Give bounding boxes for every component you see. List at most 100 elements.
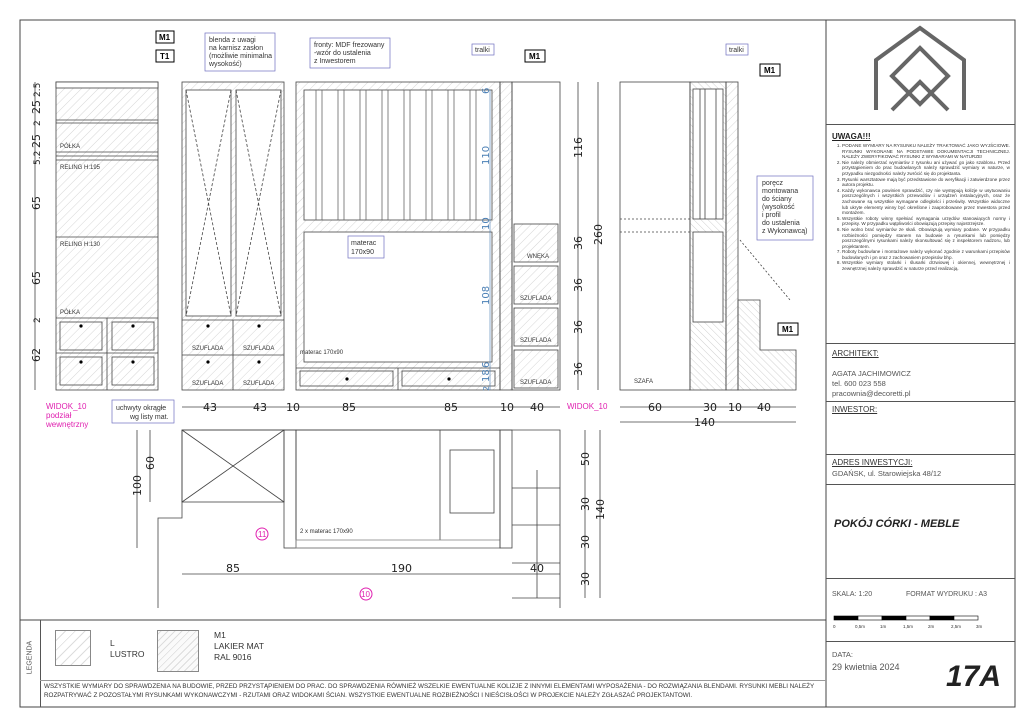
svg-text:-wzór do ustalenia: -wzór do ustalenia xyxy=(314,50,371,57)
svg-text:100: 100 xyxy=(131,475,144,496)
tag-m1: M1 xyxy=(764,66,776,75)
print-format: FORMAT WYDRUKU : A3 xyxy=(906,591,988,598)
note-item: Każdy wykonawca powinien sprawdzić, czy … xyxy=(842,188,1010,216)
svg-text:SZUFLADA: SZUFLADA xyxy=(192,346,223,352)
svg-text:z Inwestorem: z Inwestorem xyxy=(314,58,356,65)
architect-email: pracownia@decoretti.pl xyxy=(832,389,911,398)
wardrobe-front xyxy=(181,81,285,391)
svg-text:170x90: 170x90 xyxy=(351,249,374,256)
view-marker-11 xyxy=(255,527,269,541)
svg-text:materac 170x90: materac 170x90 xyxy=(300,350,344,356)
svg-text:2m: 2m xyxy=(928,624,935,629)
note-item: Wszystkie roboty winny spełniać wymagani… xyxy=(842,216,1010,227)
swatch-m1 xyxy=(157,630,199,672)
svg-text:uchwyty okrągłe: uchwyty okrągłe xyxy=(116,405,166,412)
svg-text:30: 30 xyxy=(579,497,592,511)
svg-text:WIDOK_10: WIDOK_10 xyxy=(46,402,87,411)
svg-text:85: 85 xyxy=(226,562,240,575)
svg-text:30: 30 xyxy=(703,401,717,414)
svg-text:PÓŁKA: PÓŁKA xyxy=(60,143,80,150)
svg-text:tralki: tralki xyxy=(729,47,744,54)
title-block: UWAGA!!! PODANE WYMIARY NA RYSUNKU NALEŻ… xyxy=(826,20,1015,707)
architect-phone: tel. 600 023 558 xyxy=(832,379,886,388)
svg-text:montowana: montowana xyxy=(762,188,798,195)
svg-text:40: 40 xyxy=(757,401,771,414)
svg-text:65: 65 xyxy=(30,271,43,285)
svg-text:i profil: i profil xyxy=(762,212,781,219)
legend-name: LAKIER MAT xyxy=(214,641,264,651)
logo-section xyxy=(826,20,1015,125)
sheet-frame xyxy=(19,19,1016,708)
furniture-labels: PÓŁKA RELING H:195 RELING H:130 PÓŁKA SZ… xyxy=(60,143,653,535)
tag-m1: M1 xyxy=(782,325,794,334)
svg-text:SZUFLADA: SZUFLADA xyxy=(520,296,551,302)
svg-text:fronty: MDF frezowany: fronty: MDF frezowany xyxy=(314,42,385,49)
handle-dots xyxy=(79,324,451,381)
note-item: Nie należy obmierzać wymiarów z rysunku … xyxy=(842,160,1010,177)
svg-text:10: 10 xyxy=(728,401,742,414)
svg-text:SZUFLADA: SZUFLADA xyxy=(520,380,551,386)
interior-view xyxy=(34,81,159,391)
svg-text:10: 10 xyxy=(500,401,514,414)
architect-border xyxy=(826,20,1015,402)
date: 29 kwietnia 2024 xyxy=(832,662,900,672)
scale-border xyxy=(826,20,1015,642)
svg-text:poręcz: poręcz xyxy=(762,180,784,187)
legend-label: LEGENDA xyxy=(26,640,34,675)
legend-extra: RAL 9016 xyxy=(214,652,252,662)
svg-text:blenda z uwagi: blenda z uwagi xyxy=(209,37,256,44)
svg-text:na karnisz zasłon: na karnisz zasłon xyxy=(209,45,263,52)
svg-text:6: 6 xyxy=(481,88,492,94)
side-view xyxy=(619,81,797,423)
svg-text:podział: podział xyxy=(46,411,72,420)
svg-text:110: 110 xyxy=(481,146,492,165)
svg-text:(wysokość: (wysokość xyxy=(762,204,795,211)
legend-name: LUSTRO xyxy=(110,649,145,659)
view-labels: WIDOK_10 podział wewnętrzny WIDOK_10 11 … xyxy=(45,402,608,601)
svg-text:40: 40 xyxy=(530,562,544,575)
svg-text:140: 140 xyxy=(694,416,715,429)
dim-left-2b: 2 xyxy=(33,317,43,323)
svg-text:10: 10 xyxy=(481,217,492,230)
svg-text:85: 85 xyxy=(342,401,356,414)
address-border xyxy=(826,20,1015,485)
svg-text:3m: 3m xyxy=(976,624,983,629)
scale-bar xyxy=(833,615,979,621)
drawer-stack xyxy=(511,81,599,391)
svg-text:0: 0 xyxy=(833,624,836,629)
svg-text:30: 30 xyxy=(579,535,592,549)
note-item: Wszystkie wymiary stolarki i ślusarki dr… xyxy=(842,260,1010,271)
svg-text:260: 260 xyxy=(592,224,605,245)
legend-code: M1 xyxy=(214,630,226,640)
notes-border xyxy=(826,20,1015,344)
legend-footer: WSZYSTKIE WYMIARY DO SPRAWDZENIA NA BUDO… xyxy=(44,683,815,699)
dim-left-5-2: 5.2 xyxy=(33,151,43,165)
svg-text:do ściany: do ściany xyxy=(762,196,792,203)
svg-text:36: 36 xyxy=(572,278,585,292)
legend: LEGENDA L LUSTRO M1 LAKIER MAT RAL 9016 … xyxy=(20,620,826,707)
svg-text:SZUFLADA: SZUFLADA xyxy=(520,338,551,344)
architect-label: ARCHITEKT: xyxy=(832,349,879,358)
date-label: DATA: xyxy=(832,650,853,659)
svg-text:2 x materac 170x90: 2 x materac 170x90 xyxy=(300,529,353,535)
legend-side: LEGENDA xyxy=(20,620,41,707)
svg-text:wewnętrzny: wewnętrzny xyxy=(45,420,88,429)
svg-text:0,5m: 0,5m xyxy=(855,624,865,629)
note-item: Rysunki warsztatowe mają być przedstawio… xyxy=(842,177,1010,188)
svg-text:10: 10 xyxy=(361,590,370,599)
note-item: PODANE WYMIARY NA RYSUNKU NALEŻY TRAKTOW… xyxy=(842,143,1010,160)
svg-text:RELING H:195: RELING H:195 xyxy=(60,165,101,171)
svg-text:65: 65 xyxy=(30,196,43,210)
svg-text:z Wykonawcą): z Wykonawcą) xyxy=(762,228,807,235)
svg-text:wg listy mat.: wg listy mat. xyxy=(129,414,169,421)
svg-text:43: 43 xyxy=(253,401,267,414)
svg-text:(możliwie minimalna: (możliwie minimalna xyxy=(209,53,272,60)
svg-text:PÓŁKA: PÓŁKA xyxy=(60,309,80,316)
svg-text:WIDOK_10: WIDOK_10 xyxy=(567,402,608,411)
svg-text:materac: materac xyxy=(351,240,377,247)
svg-text:85: 85 xyxy=(444,401,458,414)
notes-title: UWAGA!!! xyxy=(832,132,871,141)
